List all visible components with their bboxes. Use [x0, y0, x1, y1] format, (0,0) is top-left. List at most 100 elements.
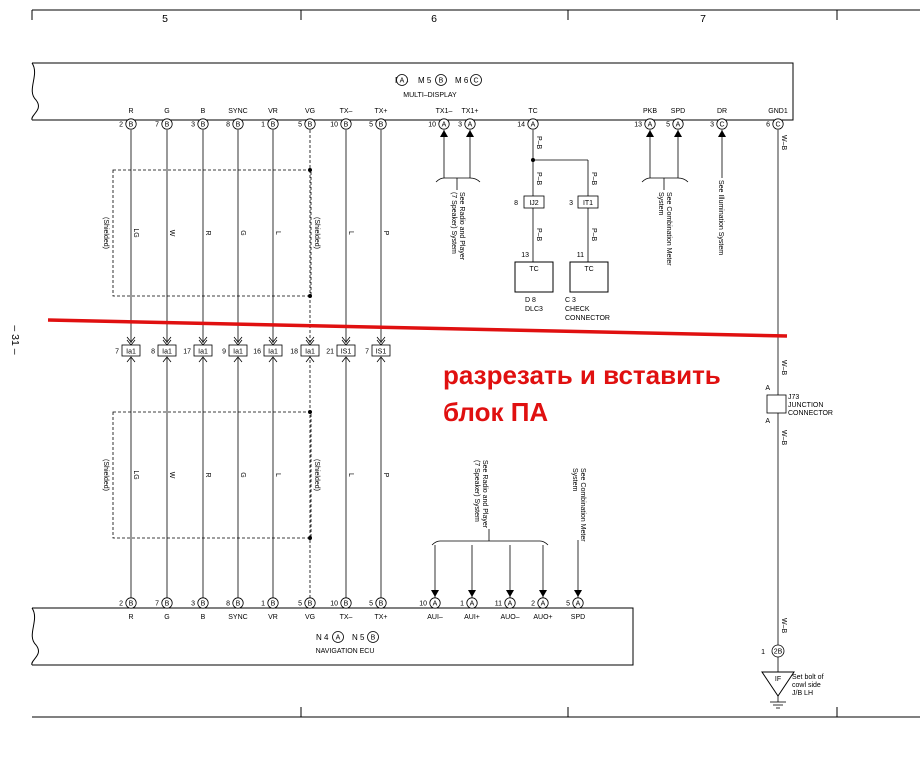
shielded-label: (Shielded)	[313, 459, 320, 491]
md-signal-label: VR	[268, 108, 278, 115]
wire-color-upper: L	[274, 231, 281, 235]
inline-connector-name: Ia1	[126, 349, 136, 356]
md-pin-number: 6	[766, 122, 770, 129]
nav-signal-label: SYNC	[228, 614, 247, 621]
column-number: 6	[431, 13, 437, 25]
inline-chevron	[341, 356, 351, 363]
md-pin-conn: B	[236, 122, 241, 129]
md-pin-terminal	[125, 118, 137, 130]
md-conn-letter: C	[473, 78, 478, 85]
ground-line3: J/B LH	[792, 690, 813, 697]
nav-signal-label: SPD	[571, 614, 585, 621]
nav-signal-label: TX+	[374, 614, 387, 621]
md-pin-terminal	[464, 118, 476, 130]
nav-pin-number: 5	[369, 601, 373, 608]
ref-radio-lower-2: (7 Speaker) System	[473, 460, 480, 522]
inline-chevron	[162, 336, 172, 343]
inline-connector-name: Ia1	[305, 349, 315, 356]
wire-color-lower: G	[239, 472, 246, 477]
annotation-line1: разрезать и вставить	[443, 360, 721, 390]
md-signal-label: VG	[305, 108, 315, 115]
md-pin-number: 3	[710, 122, 714, 129]
nav-conn-n5: N 5	[352, 633, 365, 642]
page-side-number: – 31 –	[9, 325, 21, 354]
ground-conn-num: 1	[761, 649, 765, 656]
md-pin-conn: B	[379, 122, 384, 129]
inline-connector-name: Ia1	[268, 349, 278, 356]
md-pin-terminal	[716, 118, 728, 130]
inline-connector-box	[157, 344, 177, 357]
junction-code: J73	[788, 394, 799, 401]
shield-lower: (Shielded) (Shielded)	[102, 411, 320, 539]
inline-connector-box	[300, 344, 320, 357]
md-pin-conn: B	[271, 122, 276, 129]
audio-lower-group: See Radio and Player (7 Speaker) System	[431, 460, 549, 598]
nav-pin-conn: B	[344, 601, 349, 608]
md-pin-conn: C	[719, 122, 724, 129]
inline-chevron	[268, 356, 278, 363]
inline-connector-box	[371, 344, 391, 357]
wire-color-lower: L	[274, 473, 281, 477]
shielded-label: (Shielded)	[102, 217, 109, 249]
nav-signal-label: G	[164, 614, 169, 621]
wire-color-lower: L	[347, 473, 354, 477]
ground-code: IF	[775, 676, 781, 683]
dlc3-term: 13	[521, 252, 529, 259]
md-conn-letter: B	[439, 78, 444, 85]
inline-chevron	[376, 336, 386, 343]
nav-signal-label: B	[201, 614, 206, 621]
md-conn-m6: M 6	[455, 76, 469, 85]
junction-line1: JUNCTION	[788, 402, 823, 409]
nav-signal-label: AUO+	[533, 614, 552, 621]
inline-chevron	[233, 356, 243, 363]
md-signal-label: B	[201, 108, 206, 115]
wire-color-upper: P	[382, 231, 389, 236]
ref-combo-lower-1: See Combination Meter	[579, 468, 586, 542]
conn-ij2: IJ2	[529, 200, 538, 207]
check-name2: CONNECTOR	[565, 315, 610, 322]
inline-connector-box	[336, 344, 356, 357]
inline-connector-box	[121, 344, 141, 357]
inline-chevron	[126, 356, 136, 363]
md-signal-label: DR	[717, 108, 727, 115]
nav-pin-number: 1	[261, 601, 265, 608]
md-pin-number: 2	[119, 122, 123, 129]
md-pin-terminal	[375, 118, 387, 130]
md-pin-number: 10	[428, 122, 436, 129]
check-term: 11	[577, 252, 584, 259]
md-signal-label: PKB	[643, 108, 657, 115]
md-pin-terminal	[304, 118, 316, 130]
nav-signal-label: R	[128, 614, 133, 621]
md-pin-terminal	[644, 118, 656, 130]
md-signal-label: G	[164, 108, 169, 115]
nav-pin-conn: B	[236, 601, 241, 608]
md-pin-terminal	[340, 118, 352, 130]
md-pin-conn: B	[344, 122, 349, 129]
ref-combo-upper-2: System	[657, 192, 664, 216]
inline-chevron	[126, 336, 136, 343]
md-signal-label: GND1	[768, 108, 788, 115]
nav-pin-conn: A	[470, 601, 475, 608]
tc-wire-color: P–B	[535, 228, 542, 242]
md-pin-conn: B	[129, 122, 134, 129]
ref-combo-lower-2: System	[571, 468, 578, 492]
inline-connector-name: IS1	[376, 349, 387, 356]
md-pin-conn: B	[165, 122, 170, 129]
md-pin-conn: B	[308, 122, 313, 129]
md-pin-number: 8	[226, 122, 230, 129]
nav-pin-conn: B	[165, 601, 170, 608]
pkb-spd-group: See Combination Meter System	[641, 130, 689, 266]
md-pin-number: 13	[634, 122, 642, 129]
nav-pin-number: 1	[460, 601, 464, 608]
page-frame: 5 6 7 – 31 –	[9, 9, 920, 718]
inline-connector-box	[193, 344, 213, 357]
nav-pin-number: 10	[419, 601, 427, 608]
md-pin-number: 5	[369, 122, 373, 129]
nav-pin-number: 5	[298, 601, 302, 608]
nav-pin-number: 11	[495, 601, 502, 608]
column-number: 5	[162, 13, 168, 25]
md-pin-terminal	[267, 118, 279, 130]
column-number: 7	[700, 13, 706, 25]
